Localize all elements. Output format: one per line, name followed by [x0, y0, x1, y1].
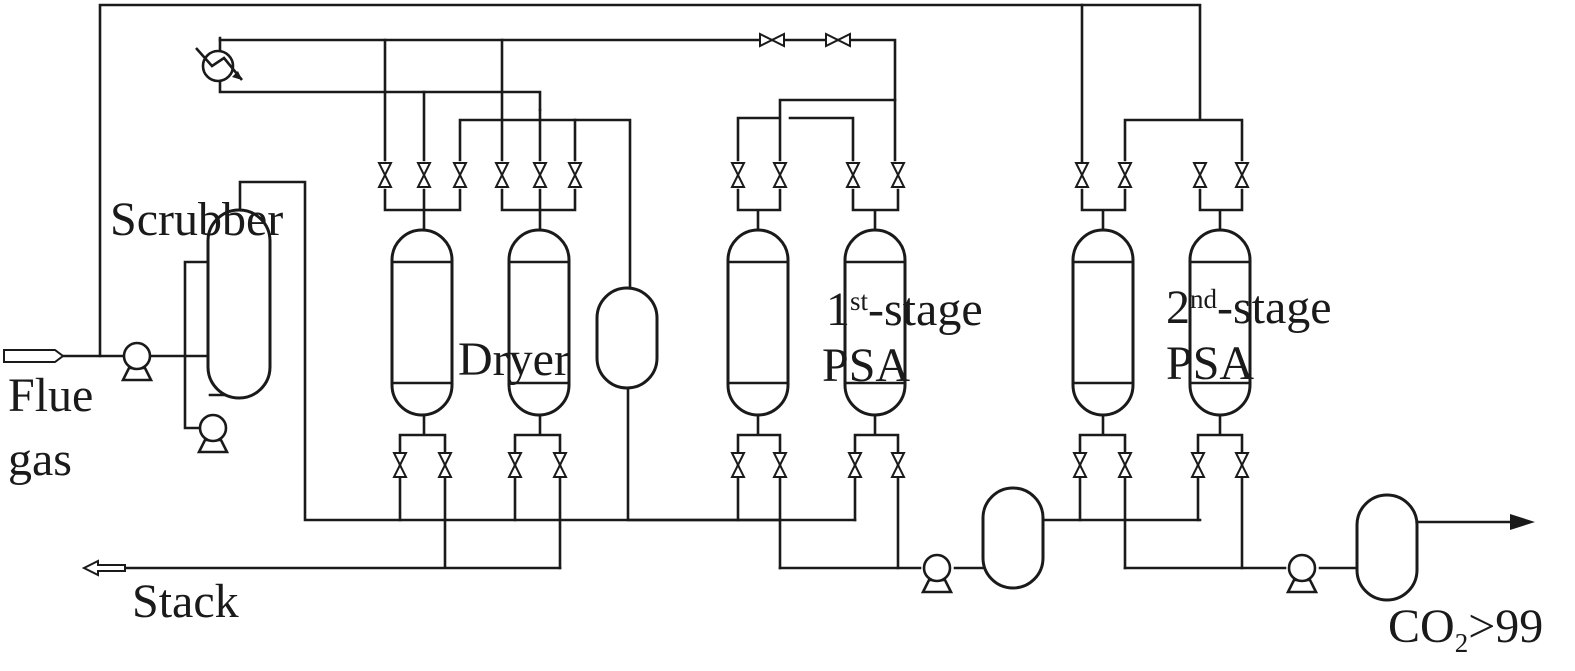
dryer-label: Dryer: [458, 333, 570, 386]
valve-icon: [759, 32, 785, 48]
psa1-column-b: [843, 228, 907, 417]
psa2-top-header: [1123, 118, 1244, 162]
valve-icon: [890, 452, 906, 478]
psa1-column-a: [726, 228, 790, 417]
scrubber-vessel: [206, 208, 272, 400]
psa2-column-b: [1188, 228, 1252, 417]
psa1a-bottom-manifold: [736, 413, 782, 570]
psa2-column-a: [1071, 228, 1135, 417]
dryer-vessels: [390, 228, 571, 417]
dryer-outlet-header: [458, 118, 632, 292]
psa2-vessels: [1071, 228, 1252, 417]
valves: [377, 32, 1250, 478]
psa2a-bottom-manifold: [1078, 413, 1127, 570]
buffer-tank-2: [981, 486, 1045, 590]
stack-label: Stack: [132, 575, 239, 628]
valve-icon: [437, 452, 453, 478]
flue-gas-label-line-1: Flue: [8, 369, 94, 422]
valve-icon: [532, 162, 548, 188]
valve-icon: [845, 162, 861, 188]
psa2a-top-manifold: [1080, 188, 1127, 232]
valve-icon: [416, 162, 432, 188]
dryer1-bottom-manifold: [398, 413, 447, 522]
stack-outlet-arrow: [81, 559, 126, 577]
stage2-psa-label: PSA: [1166, 337, 1255, 390]
valve-icon: [392, 452, 408, 478]
dryer2-top-manifold: [500, 188, 577, 232]
product-tank: [1355, 493, 1419, 602]
valve-icon: [1234, 162, 1250, 188]
valve-icon: [1117, 162, 1133, 188]
valve-icon: [890, 162, 906, 188]
heat-exchanger-icon: [195, 47, 244, 83]
valve-icon: [1074, 162, 1090, 188]
pumps: [120, 341, 1319, 594]
scrubber-outlet-line: [238, 180, 782, 522]
regen-top-line: [218, 38, 897, 162]
psa1-vessels: [726, 228, 907, 417]
psa1-product-pump-icon: [920, 553, 954, 594]
dryer2-bottom-manifold: [513, 413, 562, 570]
psa1a-top-manifold: [736, 188, 782, 232]
psa2b-top-manifold: [1198, 188, 1244, 232]
stage1-label: 1st-stage: [826, 283, 983, 336]
heat-exchanger-line: [218, 36, 542, 112]
piping: [58, 3, 1512, 570]
flow-arrows: [3, 258, 1535, 577]
dryer1-top-manifold: [383, 188, 462, 232]
stage1-psa-label: PSA: [822, 339, 911, 392]
scrubber-pump-icon: [196, 413, 230, 454]
valve-icon: [1117, 452, 1133, 478]
valve-icon: [1072, 452, 1088, 478]
buffer-tank-1: [595, 286, 659, 390]
flue-gas-inlet-arrow: [3, 349, 65, 363]
valve-icon: [567, 162, 583, 188]
valve-icon: [772, 162, 788, 188]
dryer-column-1: [390, 228, 454, 417]
valve-icon: [772, 452, 788, 478]
valve-icon: [825, 32, 851, 48]
valve-icon: [1234, 452, 1250, 478]
valve-icon: [1192, 162, 1208, 188]
valve-icon: [1190, 452, 1206, 478]
scrubber-label: Scrubber: [110, 193, 284, 246]
valve-icon: [552, 452, 568, 478]
stage2-label: 2nd-stage: [1166, 281, 1332, 334]
flue-gas-label-line-2: gas: [8, 433, 72, 486]
feed-pump-icon: [120, 341, 154, 382]
top-bypass-line: [98, 3, 1202, 358]
psa1-top-header: [736, 98, 897, 162]
co2-product-label: CO2>99: [1388, 600, 1544, 658]
psa1b-top-manifold: [851, 188, 900, 232]
dryer-column-2: [507, 228, 571, 417]
valve-icon: [377, 162, 393, 188]
valve-icon: [730, 452, 746, 478]
valve-icon: [730, 162, 746, 188]
valve-icon: [507, 452, 523, 478]
psa2-product-pump-icon: [1285, 553, 1319, 594]
co2-product-arrow: [1510, 514, 1535, 530]
valve-icon: [494, 162, 510, 188]
valve-icon: [452, 162, 468, 188]
valve-icon: [847, 452, 863, 478]
psa1b-bottom-manifold: [853, 413, 900, 570]
stack-line: [118, 518, 562, 570]
psa1-top-header-2: [788, 116, 855, 162]
psa2b-bottom-manifold: [1196, 413, 1244, 570]
